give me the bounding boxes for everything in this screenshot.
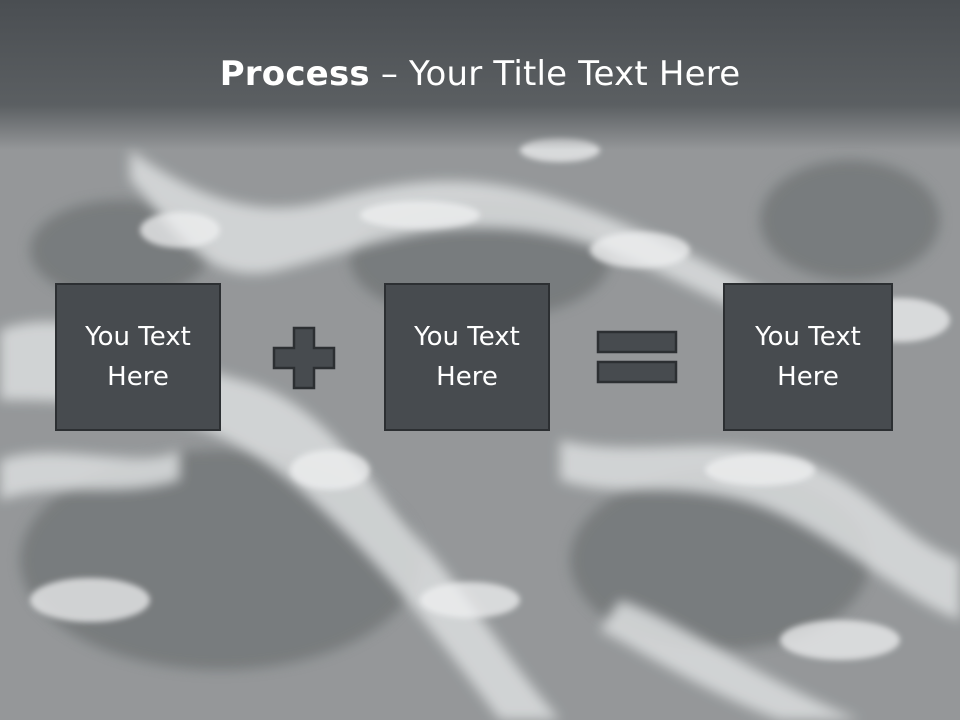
title-bold: Process: [219, 54, 370, 94]
process-box-1: You Text Here: [55, 283, 221, 431]
equals-icon: [596, 330, 678, 384]
title-bar: [0, 0, 960, 150]
process-box-3: You Text Here: [723, 283, 893, 431]
process-box-2: You Text Here: [384, 283, 550, 431]
process-box-3-label: You Text Here: [755, 322, 861, 392]
plus-icon: [272, 326, 336, 390]
process-box-1-label: You Text Here: [85, 322, 191, 392]
title-rest: – Your Title Text Here: [369, 54, 741, 94]
slide-title: Process – Your Title Text Here: [0, 52, 960, 96]
process-box-2-label: You Text Here: [414, 322, 520, 392]
